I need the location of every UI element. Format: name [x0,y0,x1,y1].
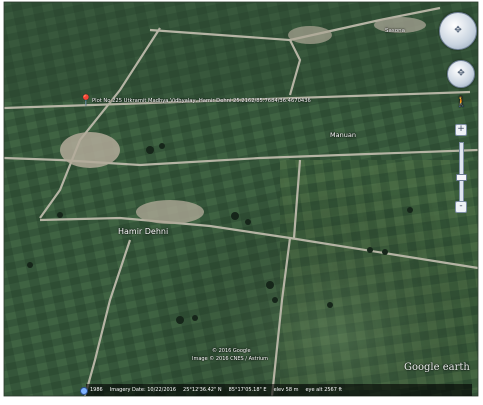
place-label-sasona: Sasona [385,28,405,34]
place-label-hamir-dehni: Hamir Dehni [118,227,169,236]
place-label-manuan: Manuan [330,131,356,139]
compass-control[interactable]: ✥ [439,12,477,50]
placemark-pin-icon[interactable]: 📍 [79,94,93,107]
placemark-label: Plot No 225 Utkramit Madhya Vidhyalay, H… [92,98,311,104]
zoom-slider-thumb[interactable] [456,173,467,181]
zoom-slider-track[interactable] [459,142,464,202]
village-hamir-dehni [136,200,204,224]
zoom-out-button[interactable]: - [455,201,467,213]
zoom-in-button[interactable]: + [455,124,467,136]
pegman-icon[interactable]: 🚶 [455,97,468,108]
village-north [288,26,332,44]
longitude-readout: 85°17'05.18" E [228,387,267,393]
tree-clusters [27,143,413,324]
village-west [60,132,120,168]
google-earth-logo: Google earth [404,362,470,373]
compass-icon: ✥ [454,25,462,36]
eye-altitude-readout: eye alt 2567 ft [305,387,343,393]
look-control[interactable]: ✥ [447,60,475,88]
status-bar: 1986 Imagery Date: 10/22/2016 25°12'36.4… [86,384,472,396]
imagery-date: Imagery Date: 10/22/2016 [109,387,177,393]
elevation-readout: elev 58 m [273,387,299,393]
latitude-readout: 25°12'36.42" N [183,387,222,393]
scale-bar-icon [80,387,88,395]
village-clusters [60,17,426,224]
scale-value: 1986 [90,387,103,393]
village-sasona [374,17,426,33]
copyright-line-2: Image © 2016 CNES / Astrium [192,356,269,362]
copyright-line-1: © 2016 Google [212,348,251,354]
look-joystick-icon: ✥ [457,68,465,79]
